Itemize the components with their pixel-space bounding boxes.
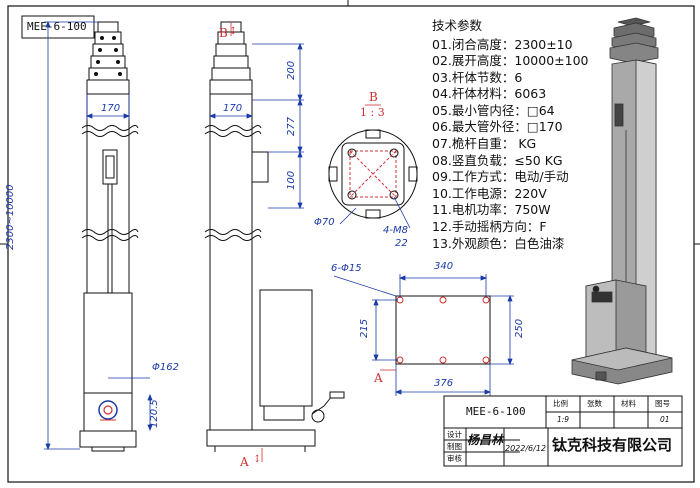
plate-inner-w-dim: 340	[434, 261, 454, 272]
technical-item: 06.最大管外径：□170	[432, 119, 563, 135]
section-a-arrow: ↕	[253, 454, 262, 465]
detail-b-label: B	[369, 90, 378, 104]
side-mid-dim: 277	[286, 116, 297, 136]
height-range-dim: 2300~10000	[5, 184, 16, 250]
technical-item: 09.工作方式：电动/手动	[432, 169, 569, 185]
base-height-dim: 120.5	[149, 399, 160, 428]
technical-item: 05.最小管内径：□64	[432, 102, 555, 118]
tb-value-scale: 1:9	[557, 415, 570, 424]
product-3d-illustration	[571, 17, 673, 385]
base-plate-dimensions	[333, 274, 514, 396]
title-block	[443, 395, 683, 467]
tb-header-sheets: 张数	[587, 399, 602, 408]
detail-depth-dim: 22	[395, 238, 408, 249]
plate-outer-h-dim: 250	[514, 318, 525, 338]
company-name: 钛克科技有限公司	[552, 436, 673, 454]
tb-header-material: 材料	[621, 399, 636, 408]
base-dia-dim: Φ162	[152, 362, 179, 373]
front-view	[79, 21, 139, 452]
tb-row-check: 审核	[447, 454, 462, 463]
side-top-dim: 200	[286, 60, 297, 80]
tb-header-drawing-no: 图号	[655, 399, 670, 408]
technical-item: 10.工作电源：220V	[432, 185, 547, 201]
technical-item: 03.杆体节数：6	[432, 69, 523, 85]
tb-date: 2022/6/12	[505, 444, 547, 453]
model-box-label: MEE-6-100	[27, 20, 87, 33]
plate-holes-dim: 6-Φ15	[331, 263, 362, 274]
technical-item: 13.外观颜色：白色油漆	[432, 235, 565, 251]
side-dimensions	[208, 22, 304, 462]
side-view	[204, 21, 345, 452]
section-b-arrow: ↕	[229, 26, 238, 37]
technical-item: 01.闭合高度：2300±10	[432, 36, 573, 52]
technical-item: 11.电机功率：750W	[432, 202, 551, 218]
model-box	[21, 15, 95, 39]
sheet-border	[7, 5, 695, 483]
technical-item: 04.杆体材料：6063	[432, 86, 547, 102]
section-a-bottom: A	[240, 455, 249, 469]
tb-value-drawing-no: 01	[660, 415, 670, 424]
tb-row-design: 设计	[447, 430, 462, 439]
side-low-dim: 100	[286, 170, 297, 190]
front-width-dim: 170	[101, 103, 121, 114]
technical-title: 技术参数	[432, 18, 483, 33]
detail-b-leaders	[339, 104, 411, 229]
detail-b-view	[328, 129, 418, 219]
tb-row-draw: 制图	[447, 442, 462, 451]
detail-bolts-dim: 4-M8	[383, 225, 408, 236]
technical-item: 02.展开高度：10000±100	[432, 53, 589, 69]
title-model: MEE-6-100	[466, 405, 526, 418]
tb-header-scale: 比例	[553, 399, 568, 408]
technical-item: 12.手动摇柄方向：F	[432, 219, 547, 235]
detail-b-scale: 1 : 3	[360, 106, 385, 119]
section-b-top: B	[219, 26, 228, 40]
plate-inner-h-dim: 215	[359, 318, 370, 338]
base-plate-view	[395, 295, 491, 365]
plate-outer-w-dim: 376	[434, 378, 454, 389]
technical-item: 08.竖直负载：≤50 KG	[432, 152, 563, 168]
plate-a-label: A	[374, 371, 383, 385]
detail-dia-dim: Φ70	[314, 217, 335, 228]
side-width-dim: 170	[223, 103, 243, 114]
technical-item: 07.桅杆自重： KG	[432, 136, 537, 152]
designer-signature: 杨昌林	[467, 433, 504, 447]
front-dimensions	[44, 20, 153, 451]
